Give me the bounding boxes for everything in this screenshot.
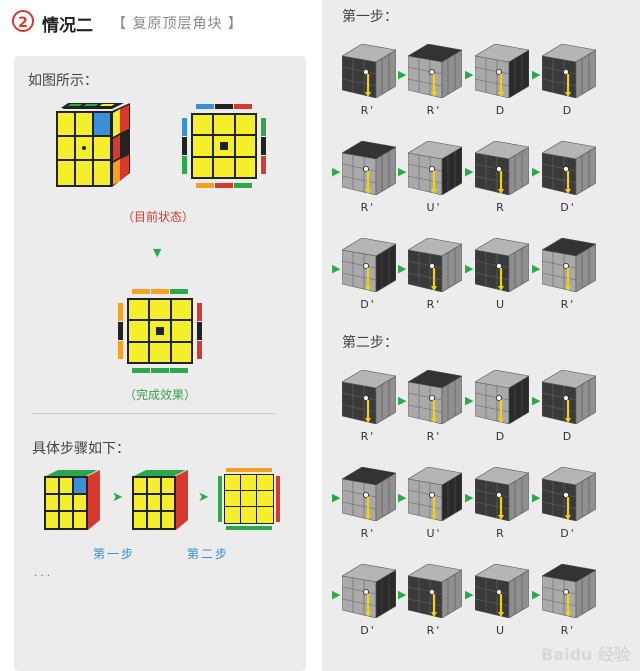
- arrow-right-icon: ▶: [398, 262, 407, 275]
- move-label: R': [360, 527, 376, 540]
- arrow-right-icon: ▶: [398, 394, 407, 407]
- move-cube-diagram: [475, 238, 529, 292]
- arrow-right-icon: ▶: [332, 165, 341, 178]
- move-cube-diagram: [342, 141, 396, 195]
- arrow-right-icon: ➤: [112, 490, 123, 505]
- move-label: D: [495, 430, 507, 443]
- move-cube-diagram: [342, 238, 396, 292]
- done-state-caption: （完成效果）: [123, 388, 196, 402]
- move-label: R': [360, 430, 376, 443]
- arrow-right-icon: ▶: [465, 68, 474, 81]
- move-label: U': [426, 527, 442, 540]
- move-cube-diagram: [542, 238, 596, 292]
- move-cube-diagram: [542, 141, 596, 195]
- move-cube-diagram: [475, 467, 529, 521]
- arrow-right-icon: ➤: [198, 490, 209, 505]
- arrow-right-icon: ▶: [332, 262, 341, 275]
- move-cube-diagram: [408, 44, 462, 98]
- steps-heading: 具体步骤如下：: [32, 441, 130, 457]
- move-label: U': [426, 201, 442, 214]
- step-cube-final: [218, 468, 280, 534]
- arrow-right-icon: ▶: [398, 165, 407, 178]
- move-cube-diagram: [342, 467, 396, 521]
- ellipsis-text: . . .: [34, 568, 50, 579]
- arrow-right-icon: ▶: [465, 491, 474, 504]
- arrow-right-icon: ▶: [398, 491, 407, 504]
- move-label: D: [495, 104, 507, 117]
- current-state-topview: [182, 104, 266, 192]
- move-cube-diagram: [408, 564, 462, 618]
- move-cube-diagram: [475, 564, 529, 618]
- move-label: D: [562, 430, 574, 443]
- move-label: R': [426, 104, 442, 117]
- move-cube-diagram: [342, 370, 396, 424]
- move-label: R': [560, 624, 576, 637]
- current-state-caption: （目前状态）: [121, 210, 194, 224]
- move-label: D': [360, 298, 376, 311]
- move-label: R': [426, 298, 442, 311]
- arrow-right-icon: ▶: [465, 165, 474, 178]
- move-cube-diagram: [408, 370, 462, 424]
- step1-title: 第一步：: [342, 9, 398, 25]
- move-cube-diagram: [342, 564, 396, 618]
- move-cube-diagram: [408, 141, 462, 195]
- move-label: R': [426, 430, 442, 443]
- move-label: R': [560, 298, 576, 311]
- right-panel: [322, 0, 640, 671]
- move-cube-diagram: [475, 141, 529, 195]
- move-label: D': [560, 201, 576, 214]
- section-title: 情况二: [42, 16, 93, 36]
- arrow-down-icon: ▼: [153, 246, 162, 259]
- move-cube-diagram: [542, 467, 596, 521]
- section-subtitle: 【 复原顶层角块 】: [112, 16, 243, 32]
- move-cube-diagram: [542, 44, 596, 98]
- current-state-cube: [52, 102, 134, 195]
- move-cube-diagram: [542, 370, 596, 424]
- arrow-right-icon: ▶: [332, 588, 341, 601]
- move-label: R': [360, 201, 376, 214]
- move-label: R: [496, 527, 506, 540]
- step1-caption: 第一步: [92, 547, 135, 561]
- arrow-right-icon: ▶: [332, 491, 341, 504]
- move-label: U: [495, 298, 507, 311]
- arrow-right-icon: ▶: [532, 394, 541, 407]
- intro-text: 如图所示：: [28, 73, 98, 89]
- move-label: D: [562, 104, 574, 117]
- arrow-right-icon: ▶: [465, 262, 474, 275]
- step2-title: 第二步：: [342, 335, 398, 351]
- move-label: R': [360, 104, 376, 117]
- arrow-right-icon: ▶: [532, 165, 541, 178]
- divider: [32, 413, 276, 414]
- move-cube-diagram: [408, 238, 462, 292]
- move-label: U: [495, 624, 507, 637]
- move-cube-diagram: [475, 44, 529, 98]
- arrow-right-icon: ▶: [465, 394, 474, 407]
- done-state-topview: [118, 289, 202, 377]
- arrow-right-icon: ▶: [398, 68, 407, 81]
- arrow-right-icon: ▶: [465, 588, 474, 601]
- section-number-badge: 2: [12, 10, 34, 32]
- move-cube-diagram: [408, 467, 462, 521]
- arrow-right-icon: ▶: [532, 68, 541, 81]
- move-label: R': [426, 624, 442, 637]
- arrow-right-icon: ▶: [532, 588, 541, 601]
- watermark-logo: Baidu 经验: [541, 645, 630, 664]
- move-label: R: [496, 201, 506, 214]
- move-label: D': [360, 624, 376, 637]
- move-cube-diagram: [475, 370, 529, 424]
- step2-caption: 第二步: [186, 547, 229, 561]
- arrow-right-icon: ▶: [532, 491, 541, 504]
- arrow-right-icon: ▶: [532, 262, 541, 275]
- arrow-right-icon: ▶: [398, 588, 407, 601]
- move-label: D': [560, 527, 576, 540]
- move-cube-diagram: [342, 44, 396, 98]
- step-cube-middle: [132, 470, 190, 534]
- move-cube-diagram: [542, 564, 596, 618]
- step-cube-start: [44, 470, 102, 534]
